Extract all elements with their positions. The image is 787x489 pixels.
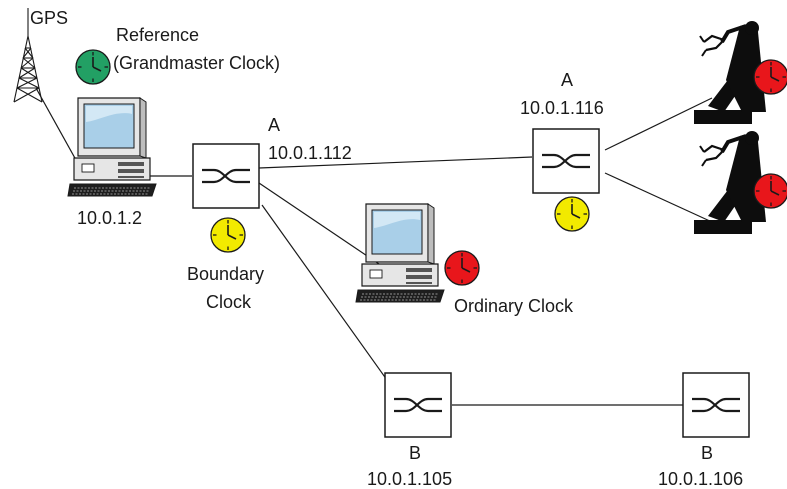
gps-antenna-icon <box>13 8 43 103</box>
grandmaster-computer-icon <box>67 97 157 197</box>
ordinary-clock-computer-icon <box>355 203 445 303</box>
ordinary-clock-label: Ordinary Clock <box>454 296 574 316</box>
gps-label: GPS <box>30 8 69 28</box>
boundary-clock-label-line1: Boundary <box>187 264 265 284</box>
grandmaster-ip-label: 10.0.1.2 <box>77 208 143 228</box>
boundary-clock-icon <box>210 217 246 253</box>
grandmaster-clock-label: (Grandmaster Clock) <box>113 53 281 73</box>
link-switch-a2-robot-1 <box>604 97 713 151</box>
switch-a1-ip: 10.0.1.112 <box>268 143 352 163</box>
connection-lines <box>35 87 713 406</box>
switch-a2-icon <box>531 127 601 195</box>
boundary-clock-label-line2: Clock <box>206 292 252 312</box>
switch-a2-name: A <box>561 70 574 90</box>
switch-b1-ip: 10.0.1.105 <box>367 469 453 489</box>
link-switch-a1-switch-a2 <box>258 156 533 169</box>
switch-a1-name: A <box>268 115 281 135</box>
grandmaster-clock-icon <box>75 49 111 85</box>
link-switch-a1-ordinary-pc <box>258 182 386 269</box>
robot-clock-icon <box>753 173 787 209</box>
link-switch-a2-robot-2 <box>604 172 713 223</box>
switch-b2-ip: 10.0.1.106 <box>658 469 744 489</box>
ordinary-clock-icon <box>444 250 480 286</box>
link-switch-a1-switch-b1 <box>261 204 388 381</box>
boundary-clock-icon <box>554 196 590 232</box>
switch-b2-name: B <box>701 443 714 463</box>
switch-b1-name: B <box>409 443 422 463</box>
switch-a2-ip: 10.0.1.116 <box>520 98 604 118</box>
switch-a1-icon <box>191 142 261 210</box>
switch-b1-icon <box>383 371 453 439</box>
reference-label: Reference <box>116 25 200 45</box>
robot-clock-icon <box>753 59 787 95</box>
switch-b2-icon <box>681 371 751 439</box>
